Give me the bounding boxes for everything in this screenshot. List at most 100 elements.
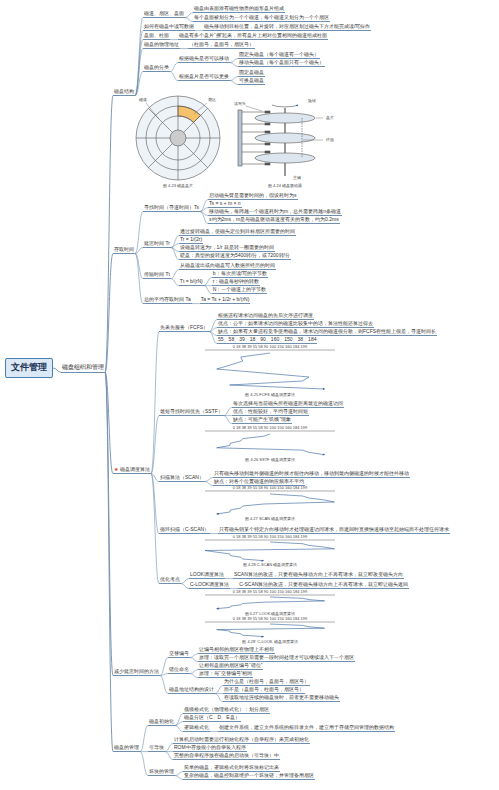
branch-line bbox=[230, 81, 238, 85]
branch-line bbox=[175, 722, 183, 726]
platter bbox=[255, 133, 315, 143]
track-axis bbox=[205, 491, 335, 492]
leader-line bbox=[316, 118, 323, 119]
topic-text: 每次选择与当前磁头所在磁道距离最近的磁道访问 bbox=[233, 400, 343, 406]
topic-text: 设磁盘转速为r，1/r 就是转一圈需要的时间 bbox=[180, 244, 274, 250]
chart-label: 0 18 38 39 55 58 90 100 150 160 184 199 bbox=[233, 617, 308, 622]
topic: 在读取地址连续的磁盘块时，前者更不需要移动磁头 bbox=[223, 694, 340, 702]
topic: Tt = b/(rN) bbox=[179, 278, 204, 286]
topic-text: （柱面号，盘面号，扇区号） bbox=[189, 41, 254, 47]
topic: 逻辑格式化 bbox=[183, 724, 210, 732]
topic: （柱面号，盘面号，扇区号） bbox=[188, 41, 255, 49]
star-marker: ★ bbox=[114, 466, 118, 472]
topic-text: 逻辑格式化 bbox=[184, 724, 209, 730]
topic-text: 总的平均存取时间 Ta bbox=[144, 296, 191, 302]
branch-line bbox=[135, 254, 143, 279]
topic-text: 从磁盘读出或向磁盘写入数据所经历的时间 bbox=[180, 262, 275, 268]
branch-line bbox=[205, 478, 213, 482]
branch-line bbox=[190, 658, 198, 662]
topic-text: 缺点：对各个位置磁道的响应频率不平均 bbox=[214, 478, 304, 484]
track-ring bbox=[156, 116, 200, 160]
sector-shade bbox=[178, 106, 201, 122]
topic-text: 而不是（盘面号，柱面号，扇区号） bbox=[224, 686, 304, 692]
topic-text: 简单的磁盘，逻辑格式化时将坏块标记出来 bbox=[184, 764, 279, 770]
branch-line bbox=[230, 77, 238, 81]
topic: 循环扫描（C-SCAN） bbox=[159, 526, 210, 534]
part-label: 磁道 bbox=[139, 98, 147, 103]
branch-line bbox=[165, 752, 173, 760]
topic: 简单的磁盘，逻辑格式化时将坏块标记出来 bbox=[183, 764, 280, 772]
branch-line bbox=[135, 212, 143, 254]
seek-path bbox=[217, 597, 325, 609]
topic: 根据进程请求访问磁盘的先后次序进行调度 bbox=[217, 312, 314, 320]
topic-text: 磁盘分区（C、D、E盘） bbox=[184, 714, 240, 720]
topic-text: 完整的自举程序放在磁盘的启动块（引导块）中 bbox=[174, 752, 279, 758]
topic-text: 引导块 bbox=[149, 744, 164, 750]
branch-line bbox=[135, 49, 143, 96]
topic-text: 通过旋转磁盘，使磁头定位到目标扇区所需要的时间 bbox=[180, 228, 295, 234]
topic: 为什么是（柱面号，盘面号，扇区号） bbox=[223, 678, 310, 686]
branch-line bbox=[230, 63, 238, 67]
branch-line bbox=[171, 270, 179, 279]
topic-text: Ts = s + m × n bbox=[209, 200, 241, 206]
topic: 最短寻找时间优先（SSTF） bbox=[159, 408, 224, 416]
topic-text: 磁盘结构 bbox=[114, 88, 134, 94]
topic-text: 原理：读取完一个扇区后需要一段时间处理才可以继续读入下一个扇区 bbox=[199, 654, 354, 660]
topic: LOOK调度算法 bbox=[189, 571, 225, 579]
chart-label: 图 4.28 C-SCAN 磁盘调度算法 bbox=[243, 563, 297, 568]
branch-line bbox=[185, 18, 193, 22]
topic-text: 延迟时间 Tr bbox=[144, 240, 170, 246]
topic-text: 磁盘的分类 bbox=[144, 64, 169, 70]
topic: 只有磁头朝某个特定方向移动时才处理磁道访问请求，而返回时直接快速移动至起始端而不… bbox=[218, 526, 450, 534]
topic-text: 低级格式化（物理格式化）：划分扇区 bbox=[184, 706, 269, 712]
topic-text: N：一个磁道上的字节数 bbox=[213, 286, 267, 292]
topic-text: LOOK调度算法 bbox=[190, 571, 224, 577]
topic: 从磁盘读出或向磁盘写入数据所经历的时间 bbox=[179, 262, 276, 270]
topic-text: 移动头磁盘（每个盘面只有一个磁头） bbox=[239, 59, 324, 65]
chart-label: 0 18 38 39 55 58 90 100 150 160 184 199 bbox=[233, 535, 308, 540]
topic: r：磁盘每秒钟的转数 bbox=[212, 278, 261, 286]
topic-text: r：磁盘每秒钟的转数 bbox=[213, 278, 260, 284]
part-label: 图 4.24 磁盘驱动器 bbox=[268, 184, 302, 189]
topic: 缺点：可能产生“饥饿”现象 bbox=[232, 416, 292, 424]
part-label: 旋转 bbox=[308, 99, 316, 104]
topic-text: 固定头磁盘（每个磁道有一个磁头） bbox=[239, 51, 319, 57]
topic: 磁盘的物理地址 bbox=[143, 41, 180, 49]
branch-line bbox=[135, 248, 143, 254]
seek-path bbox=[217, 624, 325, 637]
branch-line bbox=[185, 13, 193, 18]
topic: 优点：公平；如果请求访问的磁道比较集中的话，算法性能还算过得去 bbox=[217, 320, 374, 328]
topic-text: C-SCAN算法的改进，只要在磁头移动方向上不再有请求，就立即让磁头返回 bbox=[239, 581, 408, 587]
topic: 先来先服务（FCFS） bbox=[159, 324, 209, 332]
topic: 创建文件系统，建立文件系统的根目录文件，建立用于存储空间管理的数据结构 bbox=[218, 724, 395, 732]
topic-text: 寻找时间（寻道时间）Ts bbox=[144, 204, 199, 210]
topic: 磁盘地址结构的设计 bbox=[168, 686, 215, 694]
track-ring bbox=[146, 106, 210, 170]
branch-line bbox=[230, 59, 238, 63]
branch-line bbox=[171, 248, 179, 260]
topic: C-SCAN算法的改进，只要在磁头移动方向上不再有请求，就立即让磁头返回 bbox=[238, 581, 409, 589]
topic: 固定头磁盘（每个磁道有一个磁头） bbox=[238, 51, 320, 59]
topic: C-LOOK调度算法 bbox=[189, 581, 230, 589]
branch-line bbox=[175, 726, 183, 732]
topic: 磁盘的分类 bbox=[143, 64, 170, 72]
branch-line bbox=[180, 48, 188, 49]
topic: 可换盘磁盘 bbox=[238, 77, 265, 85]
branch-line bbox=[190, 674, 198, 678]
topic-text: 磁道、扇区、盘面 bbox=[144, 10, 184, 16]
topic-text: 磁盘的物理地址 bbox=[144, 41, 179, 47]
branch-line bbox=[170, 63, 178, 72]
topic-text: C-LOOK调度算法 bbox=[190, 581, 229, 587]
branch-line bbox=[225, 578, 233, 579]
branch-line bbox=[224, 408, 232, 416]
topic: 55、58、39、18、90、160、150、38、184 bbox=[217, 336, 317, 344]
cylinder-line bbox=[302, 118, 303, 158]
topic-text: 交替编号 bbox=[169, 650, 189, 656]
topic: 低级格式化（物理格式化）：划分扇区 bbox=[183, 706, 270, 714]
part-label: 柱面 bbox=[326, 138, 334, 143]
branch-line bbox=[170, 39, 178, 40]
topic-text: 扫描算法（SCAN） bbox=[160, 474, 204, 480]
branch-line bbox=[171, 236, 179, 248]
topic-text: 创建文件系统，建立文件系统的根目录文件，建立用于存储空间管理的数据结构 bbox=[219, 724, 394, 730]
branch-line bbox=[209, 320, 217, 332]
